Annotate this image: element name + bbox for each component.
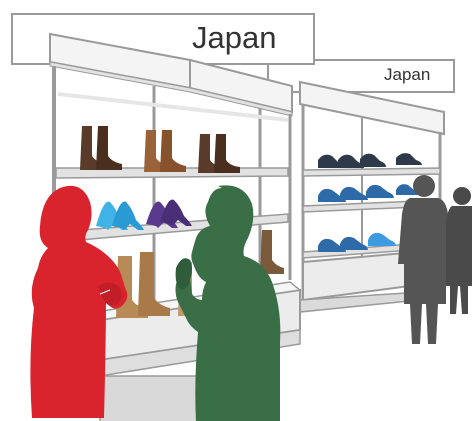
man-shopper-green: [175, 185, 281, 421]
woman-shopper-red: [30, 185, 128, 418]
high-heels-row: [96, 199, 192, 230]
main-sign-text: Japan: [192, 20, 277, 55]
secondary-sign-text: Japan: [384, 65, 431, 84]
ankle-boots-row: [80, 126, 240, 173]
dress-shoes-row: [318, 153, 422, 168]
sneakers-row: [318, 184, 419, 202]
bottom-sneakers-row: [318, 232, 396, 252]
background-shoppers: [398, 175, 472, 344]
